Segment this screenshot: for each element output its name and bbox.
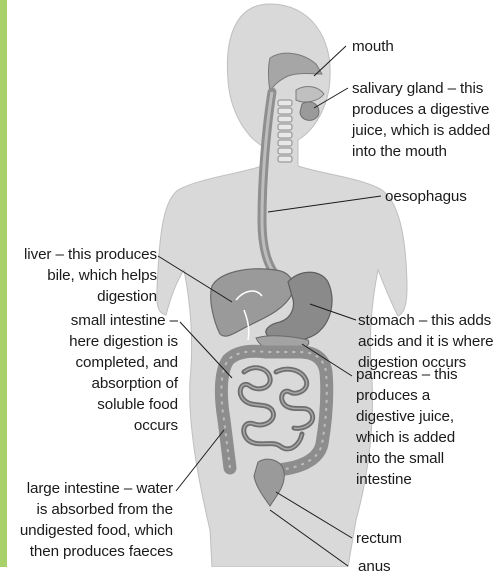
label-pancreas: pancreas – this produces a digestive jui… bbox=[356, 364, 458, 490]
label-line: into the mouth bbox=[352, 141, 490, 162]
label-salivary-gland: salivary gland – this produces a digesti… bbox=[352, 78, 490, 162]
label-line: into the small bbox=[356, 448, 458, 469]
label-line: digestion bbox=[24, 286, 157, 307]
label-line: pancreas – this bbox=[356, 364, 458, 385]
label-line: occurs bbox=[69, 415, 178, 436]
label-line: which is added bbox=[356, 427, 458, 448]
label-line: absorption of bbox=[69, 373, 178, 394]
label-line: then produces faeces bbox=[20, 541, 173, 562]
label-line: produces a digestive bbox=[352, 99, 490, 120]
label-line: is absorbed from the bbox=[20, 499, 173, 520]
label-line: stomach – this adds bbox=[358, 310, 494, 331]
label-line: acids and it is where bbox=[358, 331, 494, 352]
label-small-intestine: small intestine – here digestion is comp… bbox=[69, 310, 178, 436]
label-line: salivary gland – this bbox=[352, 78, 490, 99]
salivary-gland bbox=[300, 102, 319, 120]
label-line: large intestine – water bbox=[20, 478, 173, 499]
label-line: intestine bbox=[356, 469, 458, 490]
label-line: produces a bbox=[356, 385, 458, 406]
label-line: bile, which helps bbox=[24, 265, 157, 286]
label-oesophagus: oesophagus bbox=[385, 186, 467, 207]
label-line: digestive juice, bbox=[356, 406, 458, 427]
label-line: liver – this produces bbox=[24, 244, 157, 265]
label-line: small intestine – bbox=[69, 310, 178, 331]
label-line: here digestion is bbox=[69, 331, 178, 352]
label-large-intestine: large intestine – water is absorbed from… bbox=[20, 478, 173, 562]
label-line: soluble food bbox=[69, 394, 178, 415]
label-line: undigested food, which bbox=[20, 520, 173, 541]
label-liver: liver – this produces bile, which helps … bbox=[24, 244, 157, 307]
label-mouth: mouth bbox=[352, 36, 394, 57]
label-rectum: rectum bbox=[356, 528, 402, 549]
label-line: completed, and bbox=[69, 352, 178, 373]
label-line: juice, which is added bbox=[352, 120, 490, 141]
